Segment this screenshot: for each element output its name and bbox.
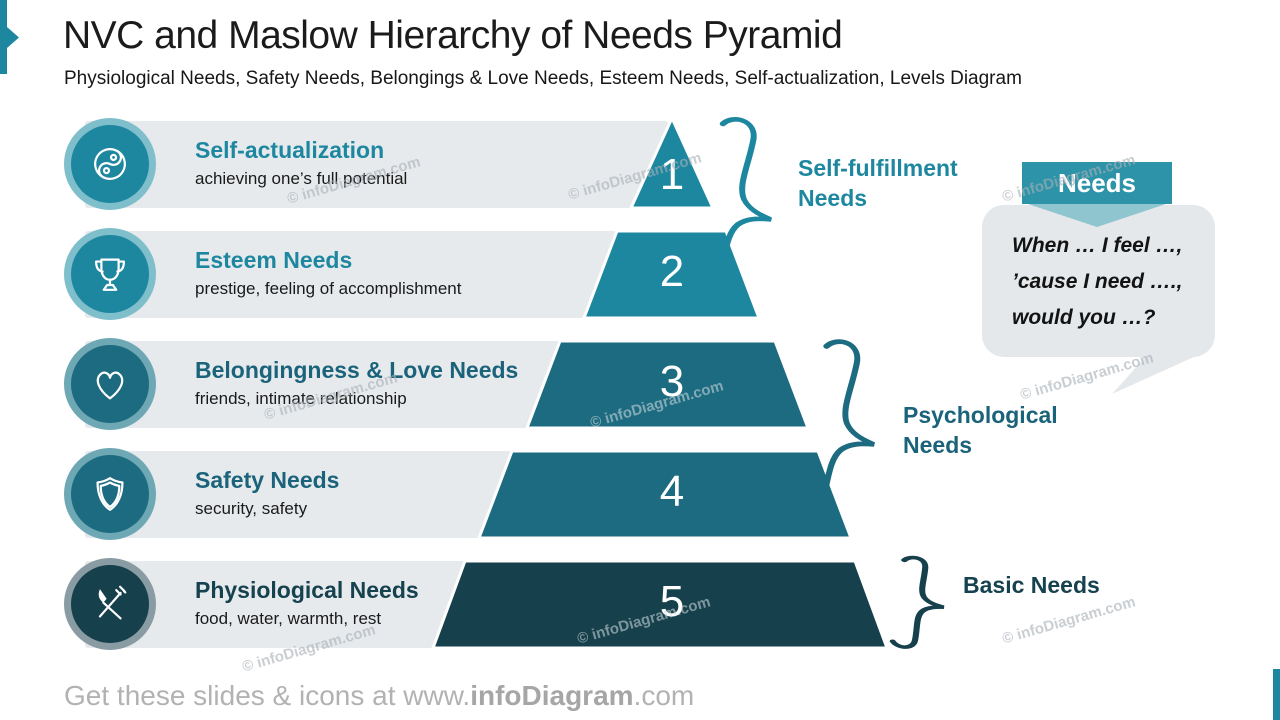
top-left-accent-bar [0,0,7,74]
level-number-3: 3 [659,357,685,406]
pyramid-segment-1 [628,114,716,210]
icon-badge-4 [64,448,156,540]
bubble-line: ’cause I need …., [1012,270,1183,293]
group-label-basic: Basic Needs [963,570,1100,600]
icon-badge-1 [64,118,156,210]
yin-yang-icon [94,148,126,180]
footer-suffix: .com [633,680,695,711]
page-title: NVC and Maslow Hierarchy of Needs Pyrami… [63,14,843,57]
fork-knife-icon [98,585,127,620]
level-number-5: 5 [659,577,685,626]
trophy-icon [95,258,125,291]
pyramid-segment-4 [476,449,854,540]
level-number-4: 4 [659,467,685,516]
group-label-line: Needs [903,432,973,458]
speech-bubble [982,205,1215,357]
heart-icon [96,371,124,400]
row-desc-belongingness: friends, intimate relationship [195,389,407,408]
icon-badge-5 [64,558,156,650]
footer-prefix: Get these slides & icons at www. [64,680,471,711]
level-number-2: 2 [659,247,685,296]
shield-icon [96,477,124,511]
row-title-physiological: Physiological Needs [195,577,419,603]
brace-self-fulfillment [680,117,773,296]
page-subtitle: Physiological Needs, Safety Needs, Belon… [64,68,1022,89]
needs-banner: Needs [1022,162,1172,204]
row-title-safety: Safety Needs [195,467,340,493]
icon-badge-2 [64,228,156,320]
pyramid-segment-5 [430,559,890,650]
pyramid-segment-2 [581,229,762,320]
brace-basic [889,555,945,649]
group-label-line: Psychological [903,402,1058,428]
row-desc-esteem: prestige, feeling of accomplishment [195,279,462,298]
bottom-right-accent-bar [1273,669,1280,720]
level-number-1: 1 [659,150,685,199]
brace-psychological [782,339,876,524]
pyramid-segment-3 [524,339,811,430]
row-desc-safety: security, safety [195,499,308,518]
footer-link[interactable]: Get these slides & icons at www.infoDiag… [64,680,694,712]
footer-brand: infoDiagram [470,680,634,711]
row-title-belongingness: Belongingness & Love Needs [195,357,519,383]
speech-bubble-text: When … I feel …, ’cause I need …., would… [1012,228,1182,336]
bubble-line: would you …? [1012,306,1156,329]
group-label-self-fulfillment: Self-fulfillment Needs [798,153,958,213]
group-label-psychological: Psychological Needs [903,400,1058,460]
level-bar-1 [85,121,668,208]
group-label-line: Self-fulfillment [798,155,958,181]
group-label-line: Needs [798,185,868,211]
row-desc-self-actualization: achieving one’s full potential [195,169,408,188]
bubble-line: When … I feel …, [1012,234,1183,257]
group-label-line: Basic Needs [963,572,1100,598]
row-title-esteem: Esteem Needs [195,247,353,273]
icon-badge-3 [64,338,156,430]
row-title-self-actualization: Self-actualization [195,137,385,163]
row-desc-physiological: food, water, warmth, rest [195,609,382,628]
